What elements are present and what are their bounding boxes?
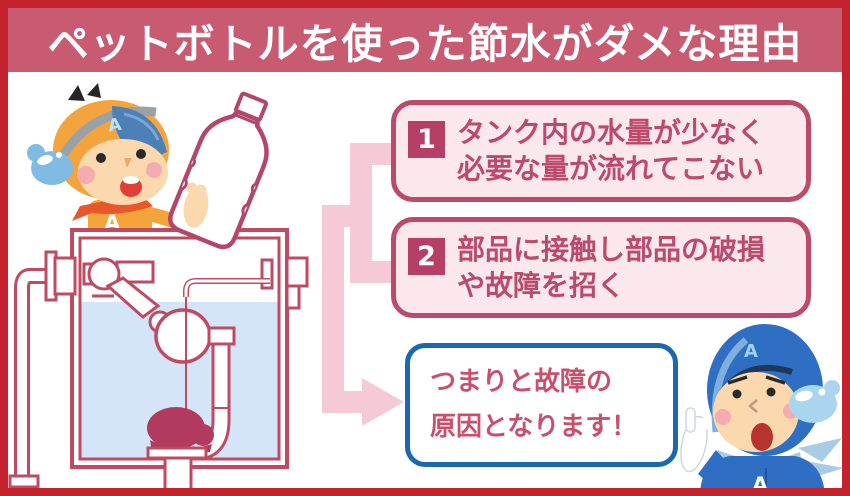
reason-1-text: タンク内の水量が少なく 必要な量が流れてこない [457, 115, 765, 187]
water-drop-icon [27, 144, 73, 185]
conclusion-line-1: つまりと故障の [430, 367, 613, 398]
supply-pipe [8, 250, 77, 489]
reason-box-2: 2 部品に接触し部品の破損 や故障を招く [391, 217, 811, 318]
conclusion-text: つまりと故障の 原因となります！ [430, 360, 653, 449]
water-drop-icon [789, 380, 840, 423]
toilet-tank-illustration: A A [8, 83, 309, 496]
reason-2-text: 部品に接触し部品の破損 や故障を招く [457, 232, 765, 304]
page-title: ペットボトルを使った節水がダメな理由 [47, 20, 803, 68]
plumber-body [700, 456, 825, 496]
arrow-icon [362, 378, 404, 426]
title-banner: ペットボトルを使った節水がダメな理由 [8, 8, 842, 72]
kid-character: A A [27, 83, 184, 238]
conclusion-box: つまりと故障の 原因となります！ [405, 343, 678, 467]
plumber-hood-badge: A [744, 341, 758, 362]
reason-1-line-1: タンク内の水量が少なく [457, 116, 766, 150]
plumber-chest-badge: A [752, 473, 769, 496]
kid-hand [183, 182, 209, 228]
kid-hood-badge: A [107, 115, 124, 137]
reason-box-1: 1 タンク内の水量が少なく 必要な量が流れてこない [391, 100, 811, 202]
reason-2-line-1: 部品に接触し部品の破損 [457, 232, 766, 266]
reason-2-number: 2 [408, 238, 445, 275]
toilet-tank-diagram [8, 228, 309, 496]
reason-2-line-2: や故障を招く [457, 268, 626, 302]
conclusion-line-2: 原因となります！ [430, 412, 638, 442]
fill-valve [82, 257, 212, 364]
plumber-glove [680, 407, 710, 473]
reason-1-number: 1 [408, 121, 445, 158]
float-ball [154, 308, 212, 364]
reason-1-line-2: 必要な量が流れてこない [457, 152, 765, 185]
plumber-character: A A [680, 324, 844, 496]
pet-bottle [168, 91, 269, 250]
